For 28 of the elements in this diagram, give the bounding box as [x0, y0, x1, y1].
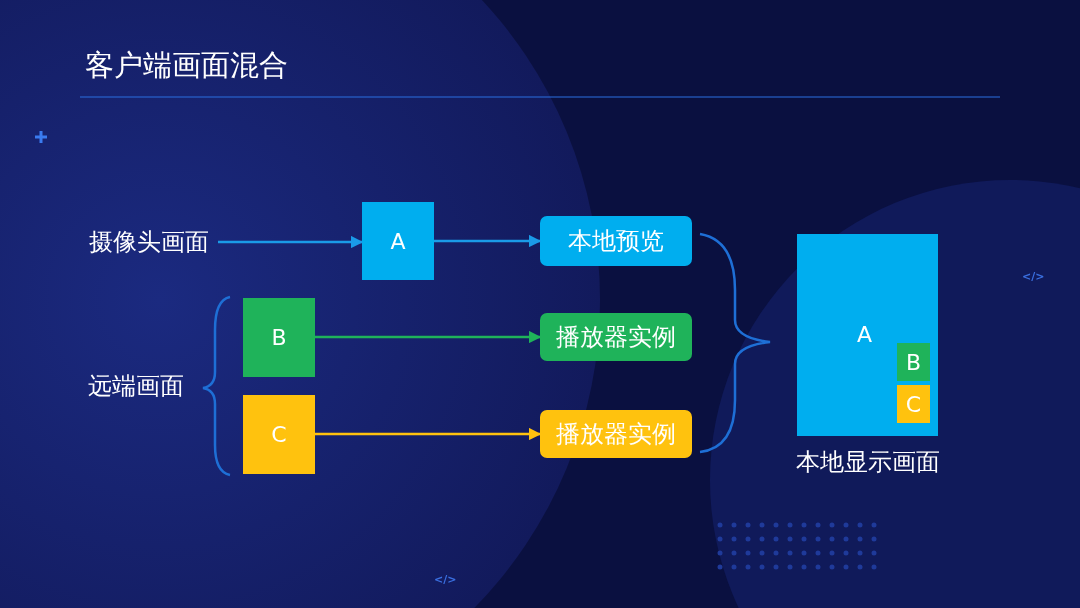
box-label: 播放器实例 — [556, 419, 676, 450]
arrow — [434, 234, 542, 248]
code-mark: </> — [434, 573, 457, 586]
arrow — [315, 427, 542, 441]
box-label: 摄像头画面 — [89, 227, 209, 258]
frame-box — [243, 298, 315, 377]
box-label: A — [390, 228, 406, 254]
box-label: C — [271, 422, 287, 447]
arrow — [315, 330, 542, 344]
frame-box — [897, 343, 930, 381]
box-label: B — [905, 349, 922, 375]
process-box — [540, 410, 692, 458]
box-label: 本地预览 — [568, 226, 664, 257]
node-label: 本地显示画面 — [794, 447, 941, 478]
process-box — [540, 313, 692, 361]
code-mark: </> — [1022, 270, 1045, 283]
screen-box — [797, 234, 938, 436]
box-label: A — [857, 322, 873, 347]
arrow — [218, 235, 364, 249]
box-label: C — [905, 391, 922, 417]
frame-box — [897, 385, 930, 423]
box-label: 远端画面 — [88, 371, 184, 402]
box-label: 播放器实例 — [556, 322, 676, 353]
title: 客户端画面混合 — [85, 47, 288, 84]
frame-box — [362, 202, 434, 280]
frame-box — [243, 395, 315, 474]
process-box — [540, 216, 692, 266]
box-label: B — [271, 325, 287, 350]
